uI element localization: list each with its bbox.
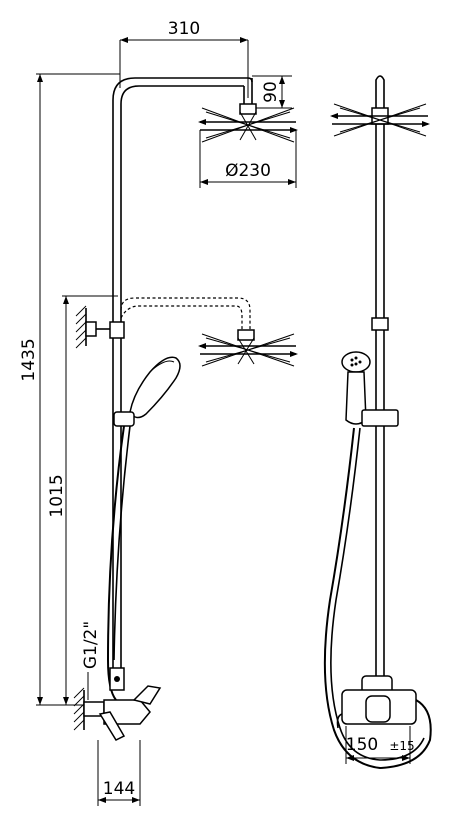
wall-hatch-bottom xyxy=(73,687,85,731)
dimension-inlet-spacing: 150 ±15 xyxy=(345,726,415,764)
inlet-spacing-tolerance: ±15 xyxy=(389,739,414,753)
front-hand-shower xyxy=(341,351,371,425)
bracket-collar xyxy=(109,321,125,339)
dimension-head-diameter: Ø230 xyxy=(199,130,297,188)
front-coupling xyxy=(371,317,389,331)
front-view: 150 ±15 xyxy=(323,75,432,770)
dimension-head-drop: 90 xyxy=(252,75,292,109)
arm-length-label: 310 xyxy=(168,19,200,39)
lower-arm-position xyxy=(120,297,251,330)
riser-top-cap xyxy=(375,75,385,108)
inlet-spacing-label: 150 xyxy=(346,735,378,755)
total-height-label: 1435 xyxy=(19,338,39,381)
front-mixer xyxy=(336,675,417,729)
head-drop-label: 90 xyxy=(261,81,281,103)
wall-offset-label: 144 xyxy=(103,779,135,799)
dimension-min-height: 1015 xyxy=(47,295,118,705)
front-top-shower-head xyxy=(330,103,430,137)
top-shower-head xyxy=(198,103,298,143)
mixer-body xyxy=(83,685,162,741)
hose xyxy=(106,425,131,701)
diverter-knob xyxy=(114,676,120,682)
front-slider xyxy=(361,409,399,427)
front-hose xyxy=(323,427,432,770)
min-height-label: 1015 xyxy=(47,474,67,517)
side-view: 310 90 1435 1015 G1/2" xyxy=(19,19,298,806)
dimension-arm-length: 310 xyxy=(119,19,249,98)
head-diameter-label: Ø230 xyxy=(225,161,271,181)
riser-pipe xyxy=(112,77,253,690)
wall-hatch-top xyxy=(75,305,112,349)
lower-shower-head xyxy=(198,329,298,367)
dimension-wall-offset: 144 xyxy=(97,740,141,806)
hand-shower xyxy=(113,356,181,427)
dimension-total-height: 1435 xyxy=(19,73,120,705)
inlet-thread-label: G1/2" xyxy=(81,621,101,669)
